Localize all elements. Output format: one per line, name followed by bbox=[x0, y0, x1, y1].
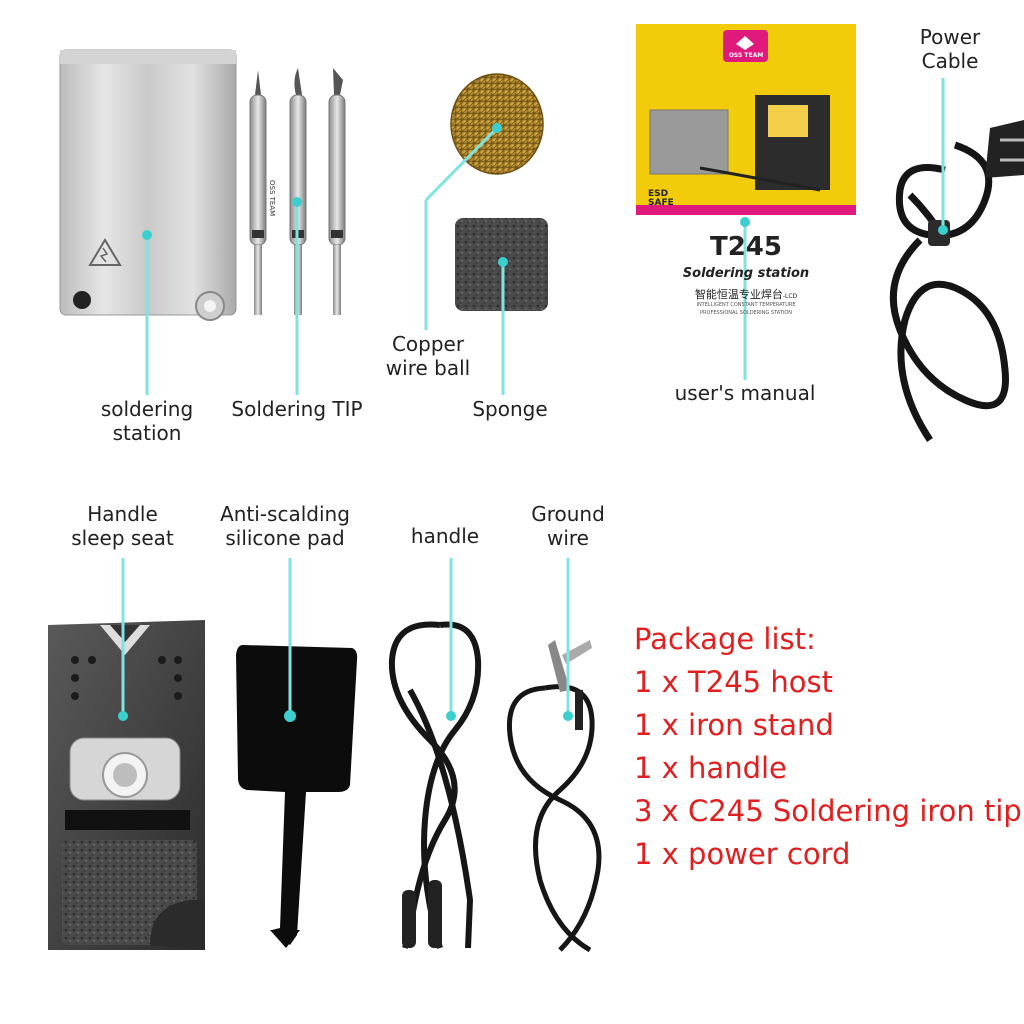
label-anti-scalding-pad-text: Anti-scalding silicone pad bbox=[220, 502, 350, 550]
manual-esd-badge: ESD SAFE bbox=[648, 189, 674, 208]
package-list-item: 3 x C245 Soldering iron tip bbox=[634, 794, 1022, 828]
label-users-manual: user's manual bbox=[674, 381, 816, 405]
power-cable-image bbox=[889, 120, 1024, 442]
soldering-tips-image bbox=[249, 68, 346, 315]
label-sponge: Sponge bbox=[472, 397, 548, 421]
manual-brand: OSS TEAM bbox=[728, 52, 764, 59]
package-list-item: 1 x T245 host bbox=[634, 665, 833, 699]
users-manual-image bbox=[636, 24, 856, 327]
label-handle: handle bbox=[410, 524, 480, 548]
soldering-tip bbox=[249, 70, 267, 315]
label-ground-wire-text: Ground wire bbox=[531, 502, 605, 550]
package-list-item: 1 x iron stand bbox=[634, 708, 834, 742]
handle-sleep-seat-image bbox=[48, 620, 205, 950]
manual-model: T245 bbox=[709, 232, 782, 262]
label-anti-scalding-pad: Anti-scalding silicone pad bbox=[205, 502, 365, 550]
manual-line1: INTELLIGENT CONSTANT TEMPERATURE bbox=[696, 302, 796, 308]
manual-chinese-title: 智能恒温专业焊台-LCD bbox=[636, 286, 856, 302]
label-copper-wire-ball: Copper wire ball bbox=[372, 332, 484, 380]
package-list-item: 1 x power cord bbox=[634, 837, 851, 871]
label-copper-wire-ball-text: Copper wire ball bbox=[385, 332, 471, 380]
callout-lines bbox=[121, 78, 945, 716]
label-ground-wire: Ground wire bbox=[518, 502, 618, 550]
package-list-title: Package list: bbox=[634, 622, 816, 656]
soldering-station-image bbox=[59, 49, 237, 321]
label-power-cable: Power Cable bbox=[900, 25, 1000, 73]
manual-subtitle: Soldering station bbox=[682, 266, 810, 281]
package-list: Package list: 1 x T245 host 1 x iron sta… bbox=[634, 618, 1022, 876]
silicone-pad-image bbox=[236, 645, 358, 948]
ground-wire-image bbox=[506, 640, 602, 953]
manual-line2: PROFESSIONAL SOLDERING STATION bbox=[700, 310, 792, 316]
handle-cable-image bbox=[388, 621, 482, 949]
tip-brand-text: OSS TEAM bbox=[268, 180, 276, 217]
label-power-cable-text: Power Cable bbox=[919, 25, 981, 73]
manual-chinese-title-text: 智能恒温专业焊台 bbox=[694, 288, 783, 301]
label-soldering-station: soldering station bbox=[82, 397, 212, 445]
package-list-item: 1 x handle bbox=[634, 751, 787, 785]
soldering-tip bbox=[328, 68, 346, 315]
label-handle-sleep-seat: Handle sleep seat bbox=[55, 502, 190, 550]
manual-chinese-suffix: -LCD bbox=[782, 293, 798, 300]
lightning-warning-icon bbox=[88, 238, 122, 266]
callout-dots bbox=[118, 123, 948, 722]
label-soldering-station-text: soldering station bbox=[100, 397, 194, 445]
label-soldering-tip: Soldering TIP bbox=[231, 397, 363, 421]
label-handle-sleep-seat-text: Handle sleep seat bbox=[71, 502, 174, 550]
